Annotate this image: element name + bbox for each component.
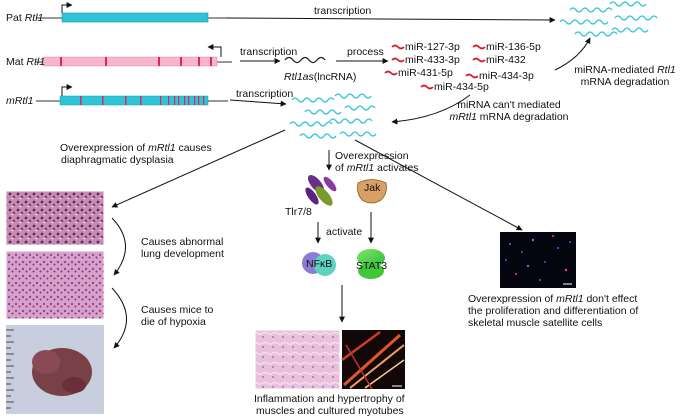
overexp-diaphragm-line1: Overexpression of mRtl1 causes (60, 142, 212, 154)
arrow-to-lung (111, 129, 286, 208)
m-gene-body (59, 95, 209, 106)
overexp-text-c: causes (175, 142, 212, 154)
causes-lung-line1: Causes abnormal (141, 236, 224, 248)
mat-gene (36, 44, 232, 67)
cant-degrade-arrow (391, 94, 471, 125)
nfkb-protein (302, 252, 336, 276)
inflammation-line1: Inflammation and hypertrophy of (254, 393, 405, 405)
rtl1-mrna-cluster (559, 1, 658, 37)
diaphragm-histology (5, 190, 105, 246)
mirna-label: miR-136-5p (486, 41, 541, 53)
transcription-label-top: transcription (314, 5, 372, 17)
arrow-diaphragm-lung (111, 217, 126, 276)
tlr78-receptor (305, 174, 337, 206)
overexp-act-of: of (335, 162, 347, 174)
overexp-activates-line2: of mRtl1 activates (335, 162, 418, 174)
process-label: process (347, 46, 384, 58)
myotube-image (341, 330, 405, 390)
lncrna-label: Rtl1as(lncRNA) (284, 71, 356, 83)
overexp-text-a: Overexpression of (60, 142, 149, 154)
degradation-arrow (554, 37, 591, 71)
cant-mediate-line1: miRNA can't mediated (457, 99, 561, 111)
pat-gene (36, 2, 226, 23)
lung-histology (5, 250, 105, 320)
transcription-label-m: transcription (236, 88, 294, 100)
mirna-label: miR-434-5p (434, 81, 489, 93)
satellite-cell-image (500, 232, 576, 288)
causes-mice-label: Causes mice to die of hypoxia (141, 304, 213, 328)
satellite-line1: Overexpression of mRtl1 don't effect (468, 293, 638, 305)
transcription-arrow-top (225, 16, 556, 23)
arrow-to-satellite (354, 139, 523, 231)
overexp-gene: mRtl1 (148, 142, 176, 154)
satellite-gene: mRtl1 (556, 293, 584, 305)
mirna-label: miR-127-3p (405, 41, 460, 53)
causes-mice-line2: die of hypoxia (141, 316, 206, 328)
lncrna-squiggle (284, 56, 326, 64)
mat-gene-body (42, 56, 218, 67)
m-gene (36, 84, 228, 106)
mrtl1-mrna-cluster (289, 93, 377, 139)
stat3-protein (357, 249, 385, 279)
mirna-mediated-text: miRNA-mediated (574, 64, 658, 76)
arrow-lung-mouse (111, 287, 127, 349)
mat-gene-name: Rtl1 (26, 56, 46, 68)
mirna-squiggles (384, 44, 486, 90)
mirna-label: miR-433-3p (405, 54, 460, 66)
mirna-mediated-gene: Rtl1 (657, 64, 676, 76)
overexp-act-gene: mRtl1 (346, 162, 375, 174)
inflammation-label: Inflammation and hypertrophy of muscles … (254, 393, 405, 417)
overexp-act-text: activates (374, 162, 419, 174)
pat-promoter-arrow (61, 2, 73, 13)
mat-prefix: Mat (6, 56, 27, 68)
mirna-label: miR-434-3p (479, 70, 534, 82)
causes-lung-label: Causes abnormal lung development (141, 236, 224, 260)
pat-gene-body (61, 12, 209, 23)
m-gene-label: mRtl1 (6, 95, 34, 107)
satellite-text-c: don't effect (583, 293, 638, 305)
satellite-label: Overexpression of mRtl1 don't effect the… (468, 293, 638, 329)
jak-protein (357, 179, 387, 204)
jak-label: Jak (364, 182, 381, 194)
mirna-label: miR-432 (486, 54, 526, 66)
cant-mediate-line2: mRtl1 mRNA degradation (447, 111, 571, 123)
mirna-mediated-line1: miRNA-mediated Rtl1 (566, 64, 684, 76)
cant-mediate-gene: mRtl1 (449, 111, 477, 123)
mirna-label: miR-431-5p (398, 67, 453, 79)
mirna-mediated-line2: mRNA degradation (580, 76, 670, 88)
satellite-line2: the proliferation and differentiation of (468, 305, 639, 317)
cant-mediate-label: miRNA can't mediated mRtl1 mRNA degradat… (447, 99, 571, 123)
overexp-diaphragm-line2: diaphragmatic dysplasia (61, 154, 174, 166)
mirna-mediated-label: miRNA-mediated Rtl1 mRNA degradation (566, 64, 684, 88)
mat-promoter-arrow (207, 44, 222, 57)
transcription-label-mat: transcription (240, 46, 298, 58)
overexp-diaphragm-label: Overexpression of mRtl1 causes diaphragm… (60, 142, 212, 166)
mouse-embryo-photo (6, 325, 104, 414)
nfkb-label: NFκB (306, 258, 333, 270)
stat3-label: STAT3 (356, 260, 388, 272)
inflammation-line2: muscles and cultured myotubes (256, 405, 404, 417)
satellite-line3: skeletal muscle satellite cells (468, 317, 603, 329)
cant-mediate-text: mRNA degradation (476, 111, 569, 123)
rtl1as-suffix: (lncRNA) (313, 71, 357, 83)
pat-prefix: Pat (6, 12, 25, 24)
overexp-activates-label: Overexpression of mRtl1 activates (335, 150, 418, 174)
muscle-histology (254, 329, 341, 390)
pat-gene-name: Rtl1 (24, 12, 44, 24)
causes-lung-line2: lung development (141, 248, 224, 260)
m-promoter-arrow (61, 84, 73, 96)
causes-mice-line1: Causes mice to (141, 304, 214, 316)
overexp-activates-line1: Overexpression (335, 150, 409, 162)
transcription-arrow-m (229, 99, 287, 107)
satellite-text-a: Overexpression of (468, 293, 557, 305)
pat-gene-label: Pat Rtl1 (6, 12, 43, 24)
tlr-label: Tlr7/8 (285, 206, 312, 218)
activate-label: activate (326, 226, 363, 238)
mat-gene-label: Mat Rtl1 (6, 56, 45, 68)
rtl1as-gene: Rtl1as (284, 71, 314, 83)
